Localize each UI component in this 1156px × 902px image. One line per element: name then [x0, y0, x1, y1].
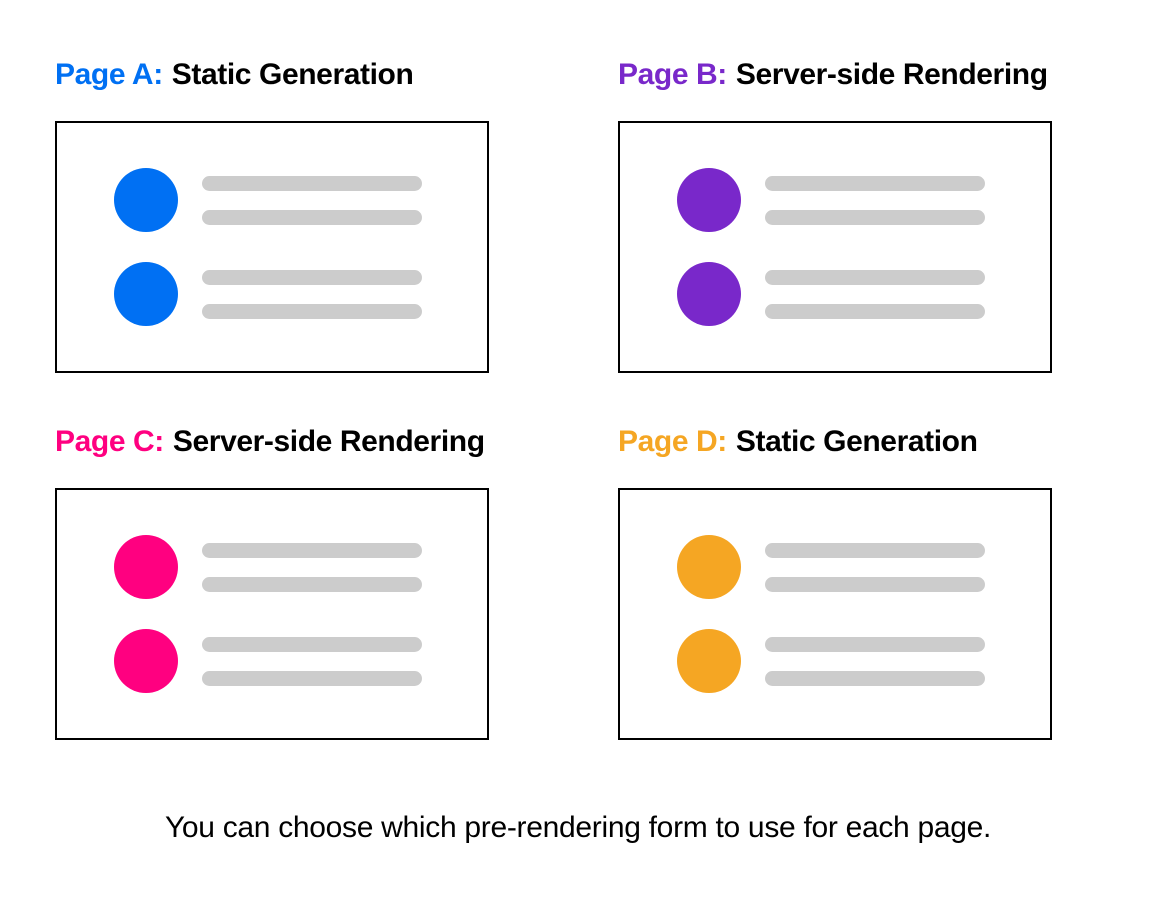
placeholder-bar	[202, 175, 422, 191]
accent-circle	[677, 262, 741, 326]
content-row	[57, 629, 487, 693]
panel-page-d: Page D:Static Generation	[618, 424, 1052, 740]
accent-circle	[677, 629, 741, 693]
accent-circle	[114, 262, 178, 326]
panel-page-a: Page A:Static Generation	[55, 57, 489, 373]
figure-container: Page A:Static Generation	[55, 57, 1156, 844]
content-row	[620, 262, 1050, 326]
accent-circle	[114, 629, 178, 693]
text-placeholder-bars	[202, 269, 422, 319]
placeholder-bar	[202, 269, 422, 285]
accent-circle	[677, 168, 741, 232]
content-row	[620, 535, 1050, 599]
placeholder-bar	[765, 670, 985, 686]
content-row	[57, 168, 487, 232]
page-preview-card-c	[55, 488, 489, 740]
rendering-method-label-b: Server-side Rendering	[735, 58, 1048, 91]
placeholder-bar	[765, 576, 985, 592]
panel-page-c: Page C:Server-side Rendering	[55, 424, 489, 740]
placeholder-bar	[202, 209, 422, 225]
placeholder-bar	[202, 636, 422, 652]
placeholder-bar	[202, 542, 422, 558]
pages-grid: Page A:Static Generation	[55, 57, 1156, 740]
text-placeholder-bars	[765, 542, 985, 592]
placeholder-bar	[202, 670, 422, 686]
panel-title-page-b: Page B:Server-side Rendering	[618, 57, 1052, 93]
text-placeholder-bars	[765, 175, 985, 225]
page-label-b: Page B:	[618, 58, 727, 91]
accent-circle	[677, 535, 741, 599]
page-preview-card-b	[618, 121, 1052, 373]
placeholder-bar	[202, 303, 422, 319]
content-row	[620, 629, 1050, 693]
placeholder-bar	[765, 303, 985, 319]
rendering-method-label-d: Static Generation	[735, 425, 978, 458]
rendering-method-label-a: Static Generation	[171, 58, 414, 91]
content-row	[620, 168, 1050, 232]
page-label-a: Page A:	[55, 58, 163, 91]
figure-caption: You can choose which pre-rendering form …	[164, 811, 992, 844]
placeholder-bar	[765, 269, 985, 285]
panel-title-page-a: Page A:Static Generation	[55, 57, 489, 93]
text-placeholder-bars	[765, 269, 985, 319]
page-preview-card-a	[55, 121, 489, 373]
page-preview-card-d	[618, 488, 1052, 740]
page-label-c: Page C:	[55, 425, 164, 458]
placeholder-bar	[202, 576, 422, 592]
panel-title-page-c: Page C:Server-side Rendering	[55, 424, 489, 460]
content-row	[57, 262, 487, 326]
text-placeholder-bars	[202, 175, 422, 225]
text-placeholder-bars	[202, 542, 422, 592]
text-placeholder-bars	[202, 636, 422, 686]
rendering-method-label-c: Server-side Rendering	[172, 425, 485, 458]
panel-title-page-d: Page D:Static Generation	[618, 424, 1052, 460]
text-placeholder-bars	[765, 636, 985, 686]
placeholder-bar	[765, 542, 985, 558]
content-row	[57, 535, 487, 599]
accent-circle	[114, 535, 178, 599]
placeholder-bar	[765, 636, 985, 652]
panel-page-b: Page B:Server-side Rendering	[618, 57, 1052, 373]
placeholder-bar	[765, 175, 985, 191]
page-label-d: Page D:	[618, 425, 727, 458]
placeholder-bar	[765, 209, 985, 225]
accent-circle	[114, 168, 178, 232]
